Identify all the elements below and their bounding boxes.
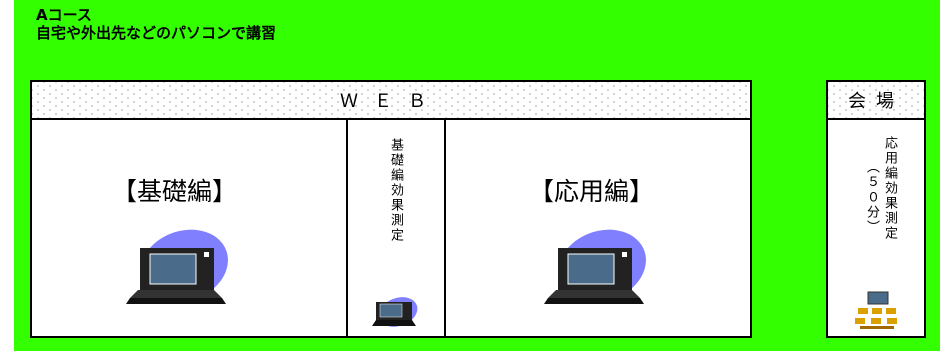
web-area: 【基礎編】 基礎編効果測定 【応用編】 (30, 118, 752, 338)
venue-header: 会場 (826, 80, 926, 120)
applied-course-label: 【応用編】 (529, 177, 655, 206)
course-subtitle: 自宅や外出先などのパソコンで講習 (36, 24, 277, 42)
venue-label: 会場 (848, 91, 904, 112)
web-label: ＷＥＢ (340, 91, 442, 112)
applied-test-label: 応用編効果測定 (882, 136, 897, 241)
basic-course-label: 【基礎編】 (112, 177, 238, 206)
test-duration-label: （５０分） (864, 160, 879, 235)
laptop-icon (126, 229, 228, 304)
basic-test-label: 基礎編効果測定 (388, 138, 403, 243)
venue-area: 応用編効果測定 （５０分） (826, 118, 926, 338)
seminar-seats-icon (855, 291, 897, 329)
divider (444, 120, 446, 336)
web-header: ＷＥＢ (30, 80, 752, 120)
laptop-icon (544, 229, 646, 304)
course-title: Aコース (36, 6, 92, 24)
divider (346, 120, 348, 336)
laptop-icon (372, 297, 418, 327)
